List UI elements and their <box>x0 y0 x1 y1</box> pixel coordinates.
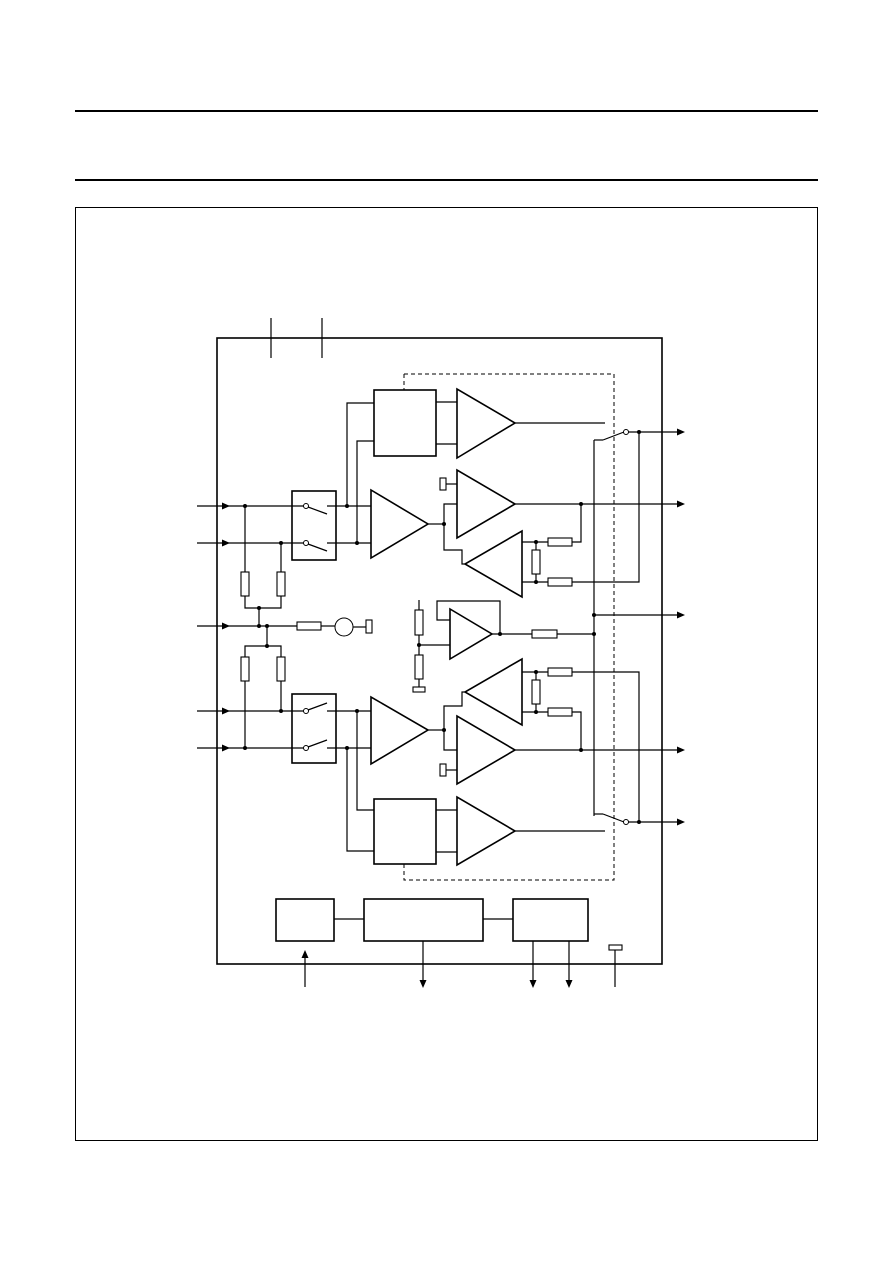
upper-feedback-resistor-1 <box>547 537 573 547</box>
lower-channel <box>346 657 680 867</box>
center-output-resistor <box>531 629 558 639</box>
control-block-right <box>512 898 589 942</box>
upper-feedback-amplifier <box>463 529 523 599</box>
ground-marker <box>608 944 623 951</box>
upper-processing-block <box>373 389 437 457</box>
lower-bias-resistor-right <box>276 656 286 682</box>
upper-feedback-resistor-2 <box>547 577 573 587</box>
reference-series-resistor <box>296 621 322 631</box>
lower-input-selector <box>291 693 337 764</box>
center-buffer-amplifier <box>449 607 494 661</box>
lower-processing-block <box>373 798 437 865</box>
reference-current-source <box>334 617 354 637</box>
ic-package-outline <box>216 337 663 965</box>
upper-reference-element <box>439 477 447 491</box>
lower-input-amplifier <box>370 695 430 766</box>
upper-bias-resistor-left <box>240 571 250 597</box>
header-rule-bottom <box>75 179 818 181</box>
lower-reference-element <box>439 763 447 777</box>
upper-bias-resistor-right <box>276 571 286 597</box>
reference-terminal-element <box>365 619 373 634</box>
upper-output-amplifier <box>456 387 517 460</box>
control-block-center <box>363 898 484 942</box>
center-reference-stage <box>412 440 680 816</box>
signal-arrows <box>222 428 685 988</box>
center-divider-resistor-bottom <box>414 654 424 680</box>
lower-feedback-resistor-2 <box>547 707 573 717</box>
upper-input-amplifier <box>370 488 430 560</box>
dashed-boundary <box>403 373 615 881</box>
input-network <box>197 490 373 764</box>
upper-feedback-resistor-3 <box>531 549 541 575</box>
control-section <box>275 898 623 987</box>
lower-bias-resistor-left <box>240 656 250 682</box>
junction-dots <box>243 430 641 824</box>
control-block-left <box>275 898 335 942</box>
center-ground-element <box>412 686 426 693</box>
center-divider-resistor-top <box>414 609 424 636</box>
lower-feedback-resistor-1 <box>547 667 573 677</box>
header-rule-top <box>75 110 818 112</box>
lower-feedback-resistor-3 <box>531 679 541 705</box>
top-pins <box>270 318 323 358</box>
figure-frame <box>75 207 818 1141</box>
lower-feedback-amplifier <box>463 657 523 727</box>
lower-output-amplifier <box>456 795 517 867</box>
upper-input-selector <box>291 490 337 561</box>
